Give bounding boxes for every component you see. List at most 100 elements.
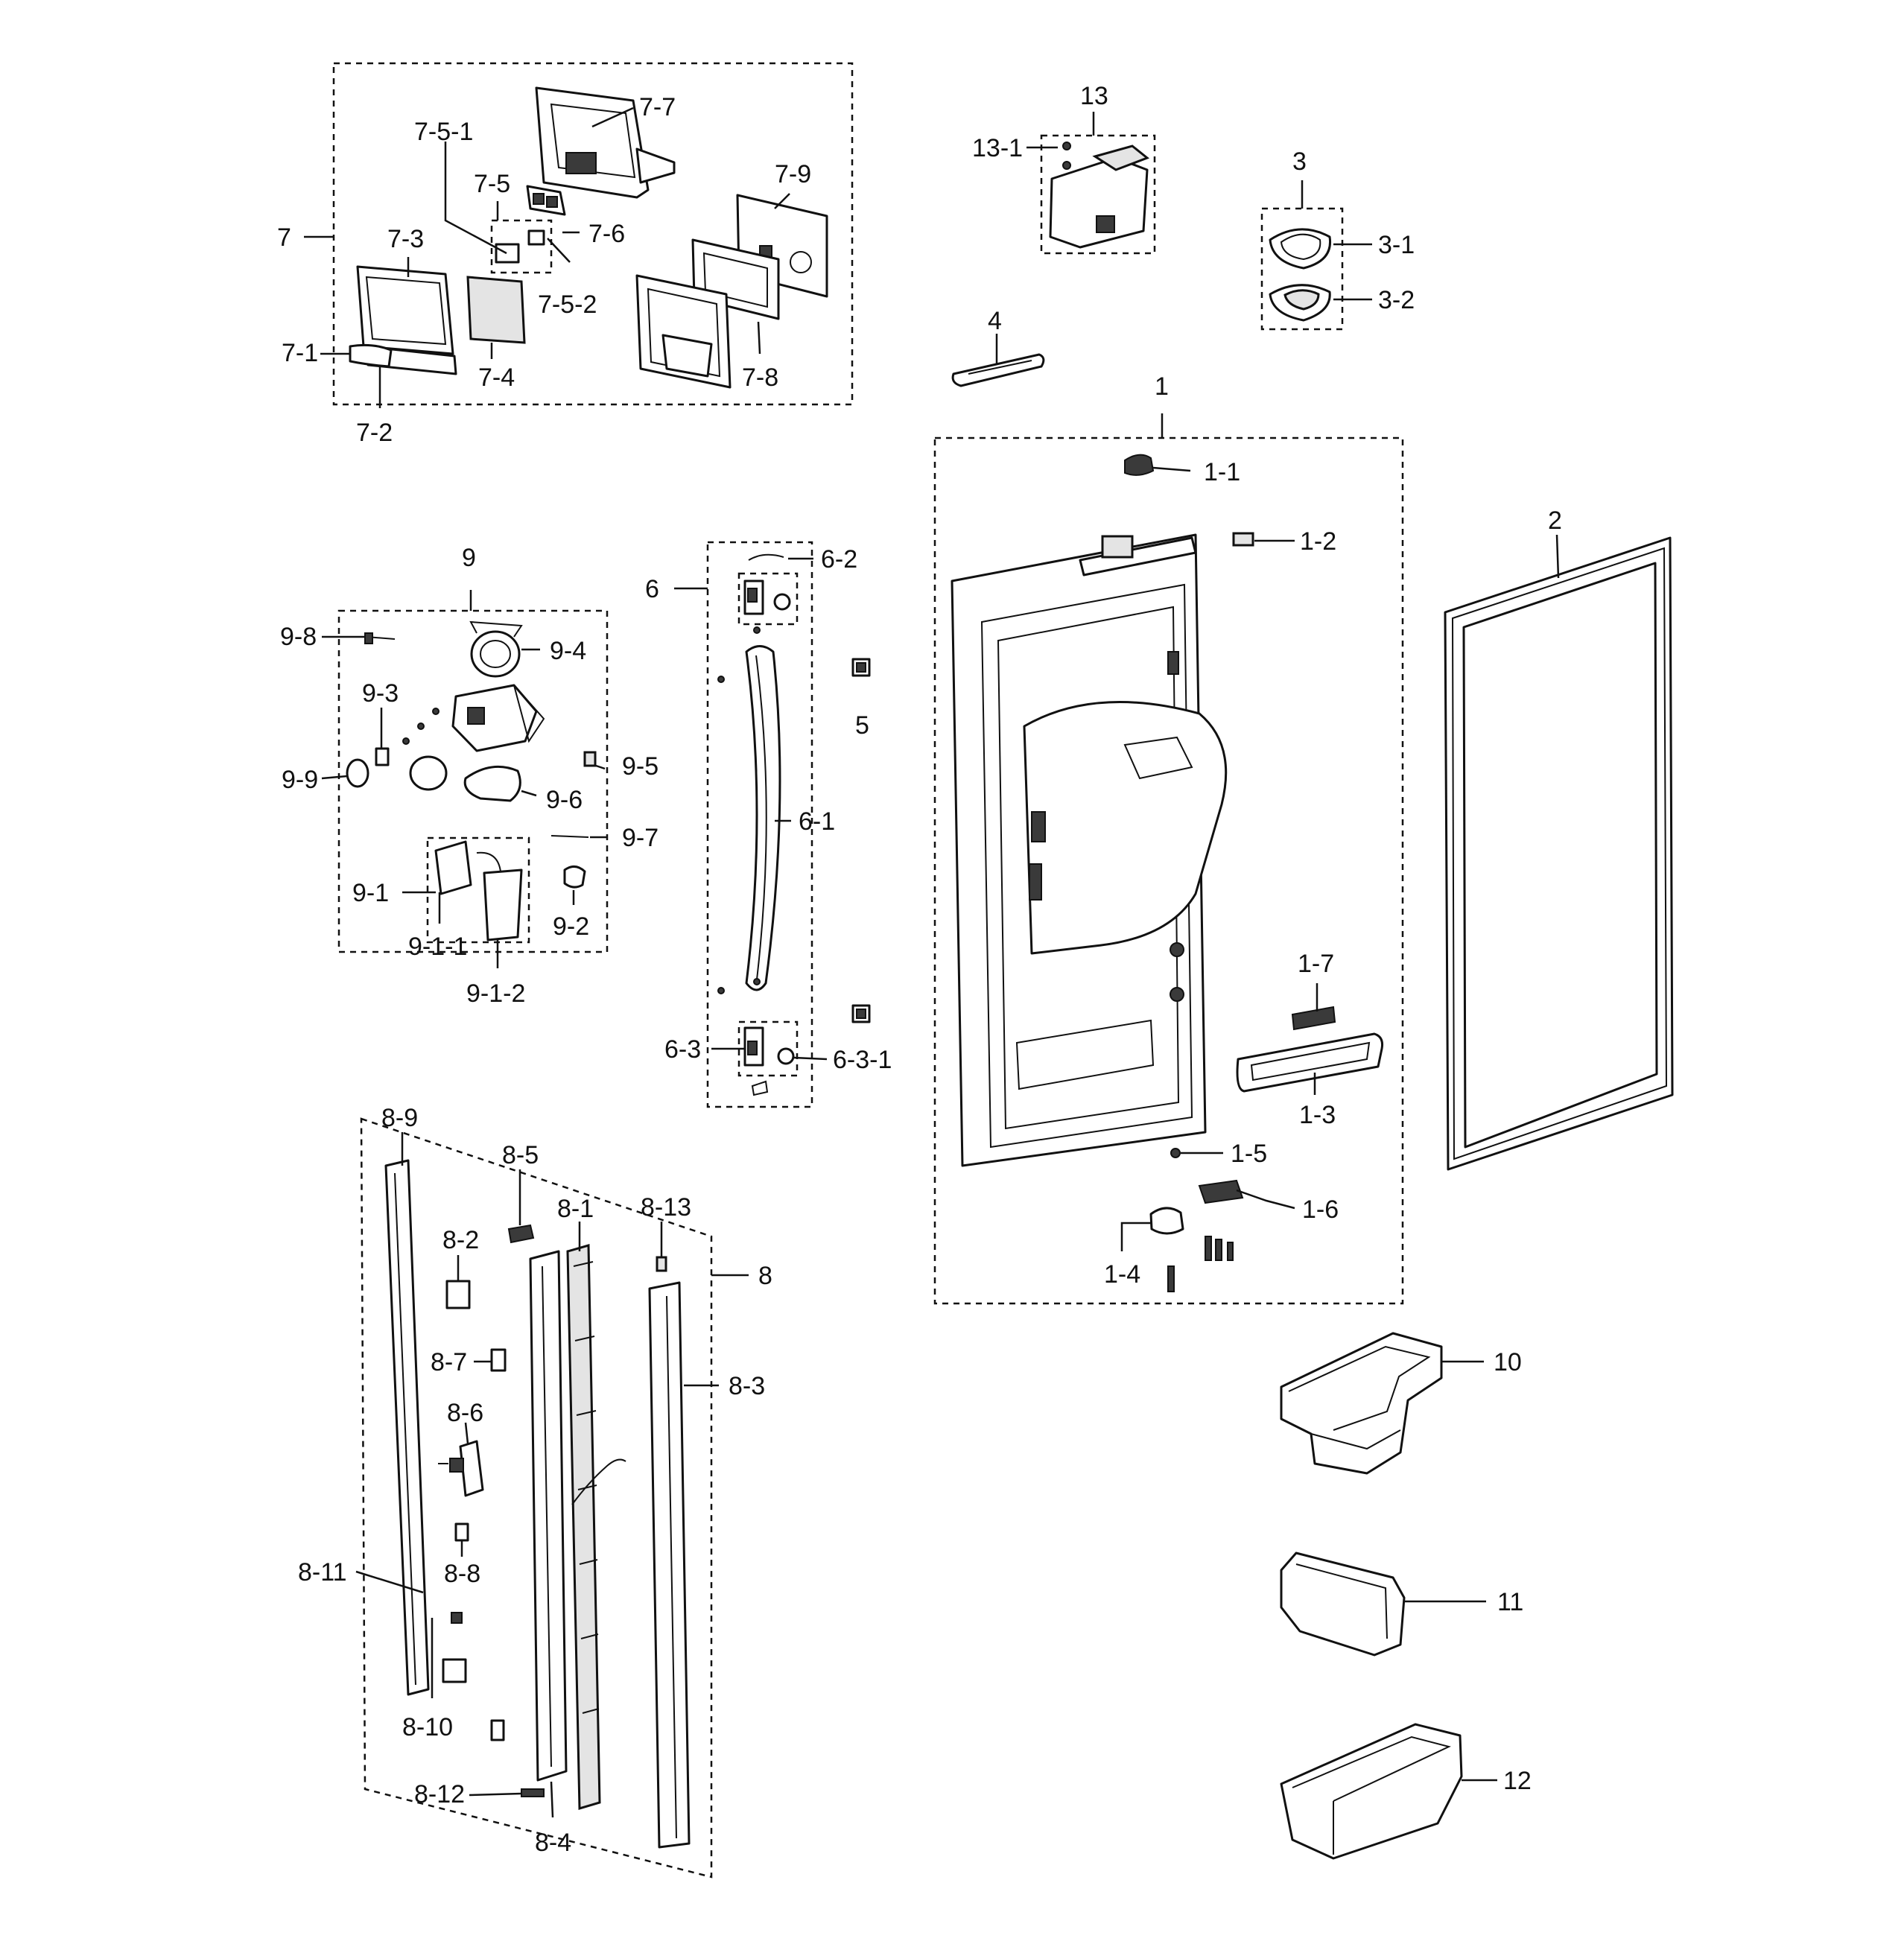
callout-4: 4	[988, 307, 1002, 335]
callout-8-12: 8-12	[414, 1780, 465, 1808]
callout-8-7: 8-7	[431, 1348, 467, 1376]
part-8-3-trim	[648, 1281, 691, 1849]
part-8-2-clip	[445, 1280, 471, 1309]
part-11-door-bin: 11	[1280, 1552, 1523, 1657]
callout-7-5: 7-5	[474, 170, 510, 198]
part-8-1-mesh	[566, 1244, 601, 1810]
callout-1-1: 1-1	[1204, 458, 1240, 486]
callout-13: 13	[1080, 82, 1108, 110]
group-6-box	[706, 541, 813, 1108]
part-7-5-2	[527, 229, 545, 246]
callout-7: 7	[277, 223, 291, 252]
callout-13-1: 13-1	[972, 134, 1023, 162]
callout-6: 6	[645, 575, 659, 603]
callout-8-4: 8-4	[535, 1829, 571, 1857]
callout-2: 2	[1548, 506, 1562, 535]
part-7-6	[526, 185, 566, 216]
part-8-7-clip	[490, 1348, 507, 1372]
group-13-box	[1040, 134, 1156, 255]
group-9-box	[337, 609, 609, 953]
callout-6-1: 6-1	[799, 807, 835, 836]
leader-1-1	[1152, 466, 1191, 472]
callout-8-11: 8-11	[298, 1558, 347, 1587]
callout-1: 1	[1155, 372, 1169, 401]
leader-7-8	[757, 321, 761, 355]
callout-6-3-1: 6-3-1	[833, 1046, 892, 1074]
callout-8-1: 8-1	[557, 1195, 594, 1223]
part-9-9-cap	[346, 758, 369, 788]
part-4-trim: 4	[951, 307, 1045, 387]
part-6-1-handle-bar	[745, 645, 781, 991]
callout-5: 5	[855, 711, 869, 740]
group-13-assembly: 13 13-1	[972, 82, 1156, 255]
callout-7-1: 7-1	[282, 339, 318, 367]
callout-7-3: 7-3	[387, 225, 424, 253]
callout-8-5: 8-5	[502, 1141, 539, 1169]
callout-1-6: 1-6	[1302, 1195, 1339, 1224]
leader-7-7	[591, 107, 634, 128]
callout-9-1-2: 9-1-2	[466, 979, 525, 1008]
callout-1-4: 1-4	[1104, 1260, 1140, 1289]
callout-7-9: 7-9	[775, 160, 811, 188]
part-1-7-badge	[1291, 1006, 1336, 1031]
callout-8-8: 8-8	[444, 1560, 480, 1588]
part-2-door-gasket: 2	[1444, 506, 1674, 1171]
part-10-door-bin: 10	[1280, 1332, 1522, 1475]
callout-1-2: 1-2	[1300, 527, 1336, 556]
leader-7-5-2	[547, 238, 571, 263]
group-8-box	[360, 1117, 713, 1878]
group-6-handle: 6 6-1 6-2 6-3 6-3-1 5	[645, 541, 892, 1108]
callout-9-5: 9-5	[622, 752, 659, 781]
part-9-4-motor	[469, 620, 523, 678]
part-8-13	[656, 1256, 667, 1272]
callout-7-5-1: 7-5-1	[414, 118, 473, 146]
callout-7-6: 7-6	[588, 220, 625, 248]
callout-9-1: 9-1	[352, 879, 389, 907]
callout-8-3: 8-3	[729, 1372, 765, 1400]
part-1-5-screw	[1170, 1148, 1181, 1158]
leader-7-5-1	[444, 142, 507, 255]
part-8-10	[451, 1612, 463, 1624]
callout-6-2: 6-2	[821, 545, 857, 574]
callout-9: 9	[462, 544, 476, 572]
part-1-4-hinge	[1149, 1207, 1234, 1292]
part-8-12	[521, 1788, 545, 1797]
part-13-connector	[1096, 215, 1115, 233]
callout-3-1: 3-1	[1378, 231, 1415, 259]
callout-10: 10	[1494, 1348, 1522, 1376]
part-8-7-lower-clip	[490, 1719, 505, 1741]
callout-7-8: 7-8	[742, 363, 778, 392]
part-9-6-rotor	[409, 755, 448, 791]
part-8-9-strip	[384, 1159, 430, 1696]
callout-7-2: 7-2	[356, 419, 393, 447]
callout-11: 11	[1497, 1588, 1523, 1616]
part-9-3	[375, 747, 390, 766]
part-9-1-2-flap	[483, 868, 523, 941]
callout-3-2: 3-2	[1378, 286, 1415, 314]
group-3-assembly: 3 3-1 3-2	[1260, 147, 1415, 331]
leader-8-11	[355, 1570, 424, 1594]
callout-7-5-2: 7-5-2	[538, 290, 597, 319]
callout-9-3: 9-3	[362, 679, 399, 708]
part-1-3-trim	[1236, 1032, 1383, 1093]
part-8-6-bracket	[438, 1440, 484, 1497]
part-13-housing	[1049, 156, 1149, 249]
callout-9-4: 9-4	[550, 637, 586, 665]
callout-9-9: 9-9	[282, 766, 318, 794]
group-1-box	[933, 436, 1404, 1305]
group-9-assembly: 9 9-1 9-1-1 9-1-2 9-2 9-3 9-4 9-5 9-6 9-…	[280, 544, 659, 1008]
leader-6-3-1	[793, 1056, 828, 1061]
leader-2	[1555, 534, 1560, 579]
part-13-top	[1092, 144, 1149, 171]
part-8-2-lower-clip	[442, 1658, 467, 1683]
part-7-8-lever-frame	[635, 274, 732, 389]
part-9-5	[583, 751, 597, 767]
callout-8-10: 8-10	[402, 1713, 453, 1741]
leader-9-6	[521, 790, 537, 797]
leader-1-4	[1120, 1222, 1151, 1251]
leader-9-9	[321, 775, 348, 780]
group-8-door-trim: 8 8-1 8-2 8-3 8-4 8-5 8-6 8-7 8-8 8-9 8-…	[298, 1104, 772, 1878]
part-6-3-1-screw	[777, 1047, 795, 1065]
callout-1-3: 1-3	[1299, 1101, 1336, 1129]
